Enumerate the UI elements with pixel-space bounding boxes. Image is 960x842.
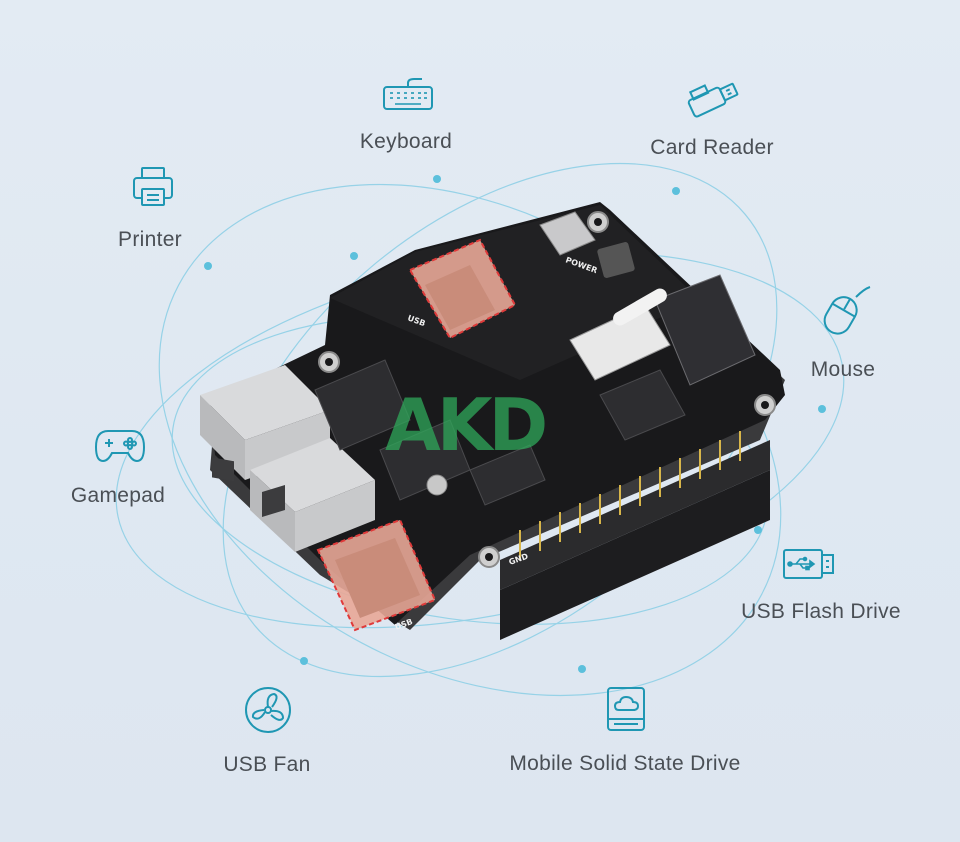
usb-port-top-highlight xyxy=(408,238,517,340)
device-label-usb-fan: USB Fan xyxy=(223,753,311,776)
watermark: AKD xyxy=(385,383,545,467)
usb-port-bottom-highlight xyxy=(316,518,437,632)
card-reader-icon xyxy=(684,74,742,118)
device-label-gamepad: Gamepad xyxy=(70,484,166,507)
device-label-printer: Printer xyxy=(118,228,182,251)
ethernet-ports xyxy=(200,365,375,552)
gamepad-icon xyxy=(94,425,146,465)
device-label-mobile-ssd: Mobile Solid State Drive xyxy=(509,752,741,775)
device-label-usb-flash-drive: USB Flash Drive xyxy=(741,600,901,623)
mouse-icon xyxy=(818,285,872,337)
printer-icon xyxy=(131,165,175,209)
fan-icon xyxy=(243,685,293,735)
ssd-icon xyxy=(605,686,647,732)
device-label-keyboard: Keyboard xyxy=(359,130,453,153)
keyboard-icon xyxy=(383,75,433,111)
device-label-mouse: Mouse xyxy=(810,358,876,381)
device-label-card-reader: Card Reader xyxy=(650,136,774,159)
gpio-header xyxy=(500,440,770,640)
usb-flash-drive-icon xyxy=(782,547,836,581)
